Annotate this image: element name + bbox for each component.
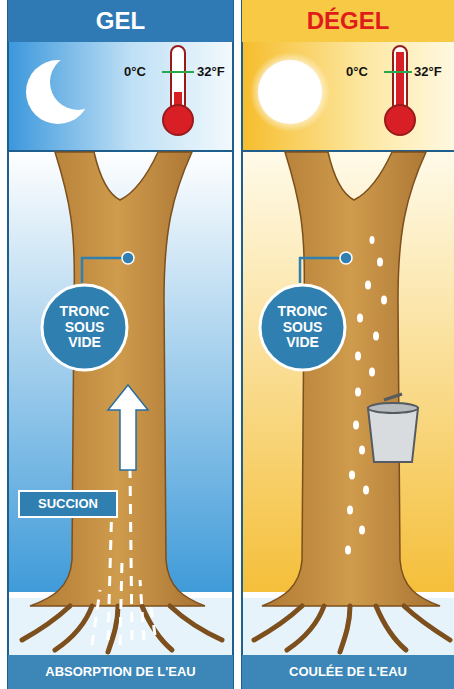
footer-band: COULÉE DE L'EAU [242,655,454,689]
temperature-label: 0°C [346,64,368,79]
temperature-label: 32°F [414,64,442,79]
tree-trunk [262,152,440,606]
node-text: TRONC SOUS VIDE [270,304,336,350]
callout-circle: TRONC SOUS VIDE [40,283,129,372]
node-text: GEL [96,8,145,34]
suction-arrow [108,385,148,470]
leader-line [82,258,125,283]
panel-border [8,0,233,689]
leader-dot [122,252,134,264]
sap-bucket [368,394,418,462]
leader-line [300,258,343,283]
tree-trunk [30,152,205,606]
roots [254,606,450,652]
thermometer [384,46,415,135]
warm-ground [242,150,454,605]
footer-band: ABSORPTION DE L'EAU [8,655,233,689]
sap-drops [345,236,395,555]
header-band: DÉGEL [242,0,454,42]
temperature-label: 32°F [197,64,225,79]
callout-circle: TRONC SOUS VIDE [258,283,347,372]
node-text: COULÉE DE L'EAU [289,665,407,679]
temperature-label: 0°C [124,64,146,79]
moon [8,0,233,689]
label-box: SUCCION [18,490,118,518]
sun [258,60,322,124]
leader-dot [340,252,352,264]
node-text: SUCCION [38,497,98,511]
thermometer [162,46,194,135]
node-text: DÉGEL [307,8,390,34]
roots [22,606,222,652]
node-text: ABSORPTION DE L'EAU [45,665,195,679]
sky-day [242,42,454,150]
node-text: TRONC SOUS VIDE [52,304,118,350]
panel-border [242,0,454,689]
sun-glow [250,52,330,132]
header-band: GEL [8,0,233,42]
